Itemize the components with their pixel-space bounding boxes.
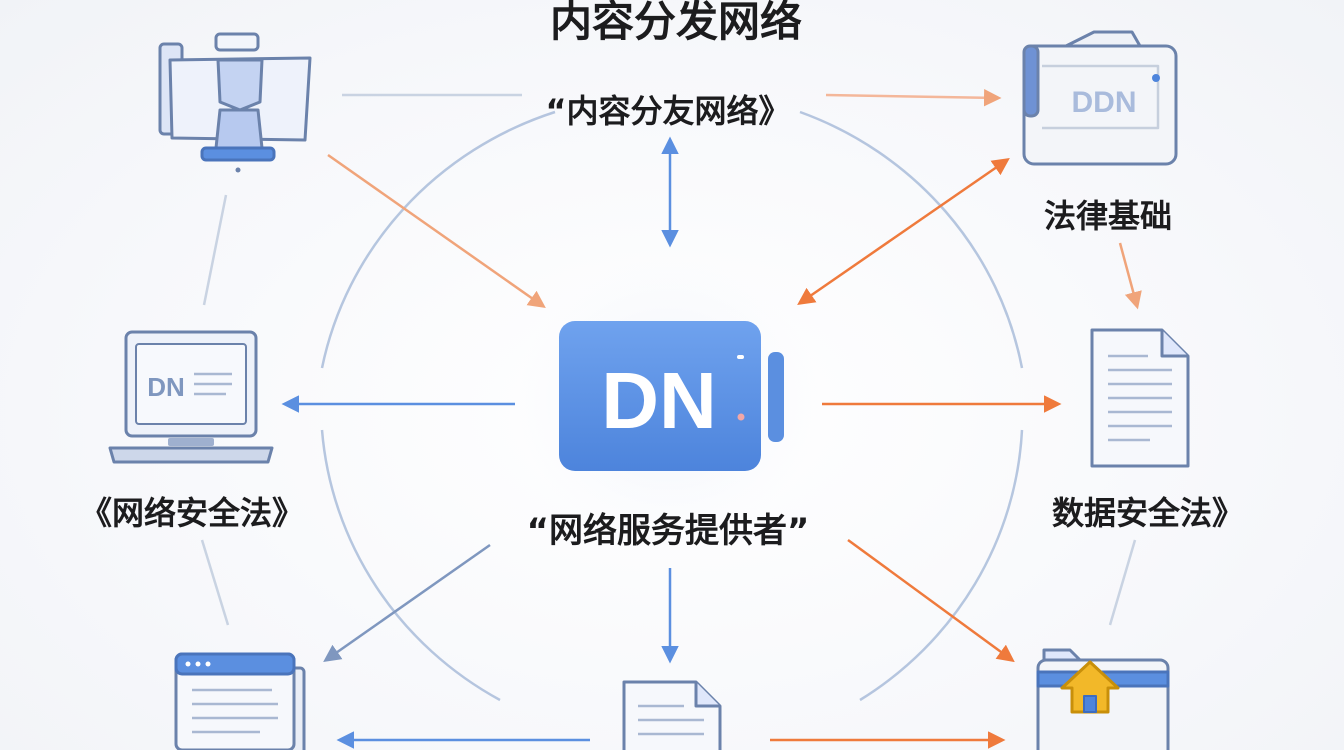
laptop-screen-text: DN — [147, 372, 185, 402]
arrow-center-to-bottomleft — [323, 543, 491, 663]
center-label-provider: “网络服务提供者” — [526, 511, 810, 551]
node-label-top: “内容分友网络》 — [545, 92, 791, 130]
arrow-top-to-right — [825, 89, 1002, 107]
ddn-badge-text: DDN — [1072, 86, 1137, 119]
browser-window-icon — [174, 652, 306, 750]
document-icon-right — [1090, 328, 1190, 468]
arrow-legal-center-bidirectional — [797, 158, 1010, 305]
laptop-icon: DN — [108, 330, 274, 464]
node-label-data-security-law: 数据安全法》 — [1051, 494, 1245, 532]
diagram-title: 内容分发网络 — [549, 0, 803, 46]
home-folder-icon — [1036, 648, 1170, 750]
arrow-legal-to-datasec — [1118, 242, 1142, 310]
folder-device-icon: DDN — [1022, 30, 1178, 166]
node-label-legal-basis: 法律基础 — [1043, 197, 1173, 235]
arrow-topleft-to-center — [327, 153, 546, 309]
orbit-circle — [320, 110, 1024, 702]
document-icon-bottom — [622, 680, 722, 750]
dn-logo-text: DN — [601, 356, 717, 445]
dn-logo-icon: DN — [559, 321, 784, 471]
kiosk-icon — [158, 32, 312, 173]
faint-connectors — [200, 93, 1137, 626]
node-label-cybersecurity-law: 《网络安全法》 — [79, 494, 305, 532]
arrow-center-to-bottomright — [847, 538, 1015, 663]
